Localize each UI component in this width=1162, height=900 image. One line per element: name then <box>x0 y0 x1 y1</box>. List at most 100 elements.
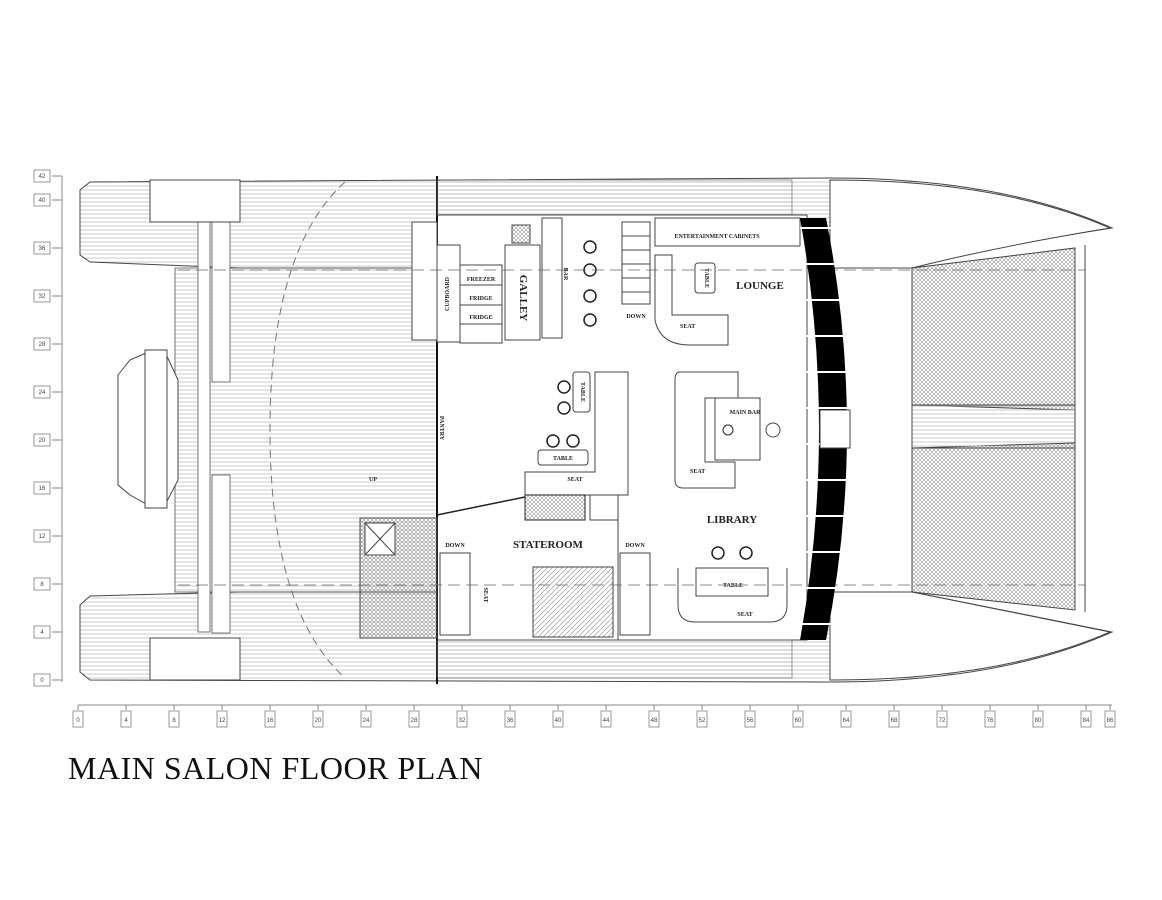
forward-windows <box>800 218 851 640</box>
bottom-tick-box <box>792 710 804 728</box>
tender-boat <box>117 349 179 509</box>
bottom-tick-box <box>1104 710 1116 728</box>
dining-fixtures <box>436 371 629 521</box>
left-tick-label: 28 <box>39 342 46 348</box>
bottom-tick-label: 0 <box>76 718 80 724</box>
bottom-tick-box <box>744 710 756 728</box>
label-fridge-2: FRIDGE <box>469 315 492 321</box>
label-freezer: FREEZER <box>467 277 496 283</box>
left-tick-box <box>33 433 51 447</box>
label-lounge-seat: SEAT <box>680 324 695 330</box>
left-tick-label: 24 <box>39 390 46 396</box>
label-entertainment: ENTERTAINMENT CABINETS <box>674 234 760 240</box>
label-down-stateroom: DOWN <box>445 543 465 549</box>
bottom-tick-label: 16 <box>267 718 274 724</box>
left-tick-label: 0 <box>40 678 44 684</box>
bottom-tick-box <box>984 710 996 728</box>
bottom-tick-label: 76 <box>987 718 994 724</box>
bottom-tick-box <box>216 710 228 728</box>
aft-deck <box>149 179 438 681</box>
bottom-tick-box <box>312 710 324 728</box>
bottom-tick-box <box>552 710 564 728</box>
bottom-tick-box <box>840 710 852 728</box>
bottom-tick-label: 36 <box>507 718 514 724</box>
centerlines <box>178 269 1085 586</box>
label-dining-table-1: TABLE <box>579 382 585 402</box>
left-tick-label: 40 <box>39 198 46 204</box>
bottom-tick-label: 64 <box>843 718 850 724</box>
left-tick-label: 42 <box>39 174 46 180</box>
bottom-tick-label: 8 <box>172 718 176 724</box>
left-tick-label: 36 <box>39 246 46 252</box>
trampoline-nets <box>911 245 1086 612</box>
bottom-tick-label: 56 <box>747 718 754 724</box>
label-down-lounge: DOWN <box>626 314 646 320</box>
bottom-tick-box <box>504 710 516 728</box>
labels: GALLEY LOUNGE LIBRARY STATEROOM ENTERTAI… <box>369 234 784 618</box>
label-lounge-table: TABLE <box>703 268 709 288</box>
label-pantry: PANTRY <box>438 416 444 441</box>
left-tick-box <box>33 481 51 495</box>
bottom-tick-label: 12 <box>219 718 226 724</box>
bottom-tick-label: 40 <box>555 718 562 724</box>
bottom-tick-label: 44 <box>603 718 610 724</box>
left-tick-label: 20 <box>39 438 46 444</box>
bottom-tick-label: 80 <box>1035 718 1042 724</box>
bottom-tick-box <box>408 710 420 728</box>
bottom-tick-label: 72 <box>939 718 946 724</box>
label-library-table: TABLE <box>723 583 743 589</box>
label-cupboard: CUPBOARD <box>445 276 451 311</box>
room-label-library: LIBRARY <box>707 514 757 526</box>
bottom-tick-box <box>120 710 132 728</box>
left-tick-box <box>33 385 51 399</box>
left-tick-label: 16 <box>39 486 46 492</box>
left-tick-box <box>33 673 51 687</box>
label-library-seat: SEAT <box>737 612 752 618</box>
bottom-tick-box <box>600 710 612 728</box>
library-fixtures <box>677 546 788 623</box>
label-bar-seat: SEAT <box>690 469 705 475</box>
bottom-tick-label: 52 <box>699 718 706 724</box>
bottom-tick-box <box>1032 710 1044 728</box>
label-dining-seat: SEAT <box>567 477 582 483</box>
left-tick-label: 8 <box>40 582 44 588</box>
room-label-stateroom: STATEROOM <box>513 539 583 551</box>
bottom-tick-box <box>1080 710 1092 728</box>
bottom-tick-box <box>648 710 660 728</box>
label-up: UP <box>369 477 377 483</box>
bottom-tick-label: 20 <box>315 718 322 724</box>
bottom-tick-box <box>456 710 468 728</box>
left-tick-label: 12 <box>39 534 46 540</box>
label-fridge-1: FRIDGE <box>469 296 492 302</box>
label-down-library: DOWN <box>625 543 645 549</box>
bottom-tick-box <box>360 710 372 728</box>
left-tick-box <box>33 169 51 183</box>
bottom-tick-box <box>72 710 84 728</box>
room-label-galley: GALLEY <box>517 275 529 322</box>
lounge-fixtures <box>654 217 801 489</box>
left-tick-box <box>33 577 51 591</box>
bottom-tick-label: 68 <box>891 718 898 724</box>
room-label-lounge: LOUNGE <box>736 280 784 292</box>
left-tick-box <box>33 337 51 351</box>
stateroom-fixtures <box>359 500 651 640</box>
bottom-tick-label: 28 <box>411 718 418 724</box>
left-tick-label: 4 <box>40 630 44 636</box>
left-tick-box <box>33 193 51 207</box>
left-tick-box <box>33 529 51 543</box>
label-bar: BAR <box>562 268 568 281</box>
bottom-tick-label: 60 <box>795 718 802 724</box>
bottom-tick-box <box>696 710 708 728</box>
left-tick-label: 32 <box>39 294 46 300</box>
bottom-tick-box <box>936 710 948 728</box>
bottom-tick-label: 84 <box>1083 718 1090 724</box>
galley-fixtures <box>411 217 651 344</box>
label-stateroom-seat: SEAT <box>482 587 488 602</box>
left-tick-box <box>33 241 51 255</box>
page-title: MAIN SALON FLOOR PLAN <box>68 750 483 786</box>
bottom-tick-label: 32 <box>459 718 466 724</box>
bottom-tick-label: 48 <box>651 718 658 724</box>
bottom-tick-box <box>264 710 276 728</box>
bottom-tick-label: 86 <box>1107 718 1114 724</box>
